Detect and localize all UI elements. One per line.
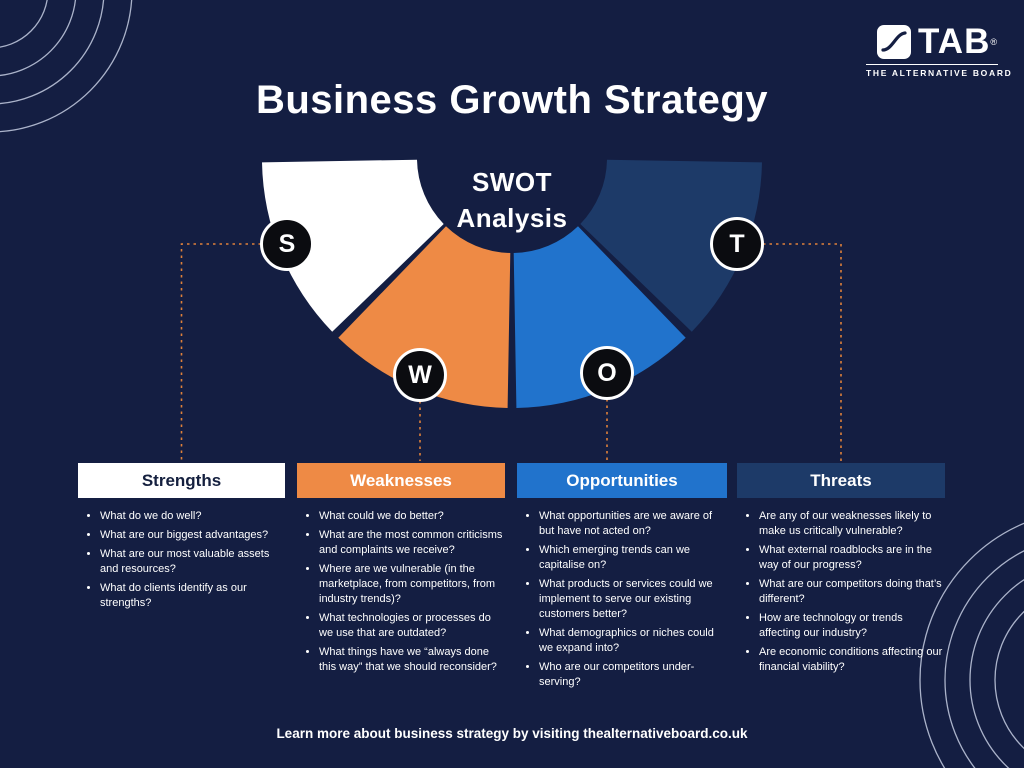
tab-logo-top: TAB® [866, 24, 998, 60]
column-strengths-list: What do we do well? What are our biggest… [100, 509, 283, 611]
list-item: What are our competitors doing that’s di… [759, 577, 943, 607]
swot-segment-opportunities [513, 226, 686, 408]
column-threats: Threats Are any of our weaknesses likely… [737, 463, 945, 679]
list-item: Which emerging trends can we capitalise … [539, 543, 725, 573]
tab-logo: TAB® THE ALTERNATIVE BOARD [866, 24, 1013, 78]
list-item: Are economic conditions affecting our fi… [759, 645, 943, 675]
list-item: What could we do better? [319, 509, 503, 524]
logo-wordmark-wrap: TAB® [918, 24, 998, 60]
list-item: Where are we vulnerable (in the marketpl… [319, 562, 503, 607]
list-item: What demographics or niches could we exp… [539, 626, 725, 656]
connector-strengths [180, 243, 287, 461]
registered-mark-icon: ® [990, 37, 998, 47]
page-title: Business Growth Strategy [255, 78, 769, 122]
list-item: What do we do well? [100, 509, 283, 524]
list-item: What external roadblocks are in the way … [759, 543, 943, 573]
column-threats-list: Are any of our weaknesses likely to make… [759, 509, 943, 675]
tab-logo-icon [876, 24, 912, 60]
list-item: What do clients identify as our strength… [100, 581, 283, 611]
column-weaknesses-header: Weaknesses [297, 463, 505, 498]
badge-opportunities: O [580, 346, 634, 400]
badge-strengths: S [260, 217, 314, 271]
column-threats-header: Threats [737, 463, 945, 498]
connector-threats [737, 243, 842, 461]
column-strengths: Strengths What do we do well? What are o… [78, 463, 285, 615]
footer-text: Learn more about business strategy by vi… [276, 726, 748, 741]
logo-tagline: THE ALTERNATIVE BOARD [866, 68, 1013, 78]
list-item: What technologies or processes do we use… [319, 611, 503, 641]
swot-heading-line1: SWOT [472, 167, 552, 197]
list-item: How are technology or trends affecting o… [759, 611, 943, 641]
list-item: What are our most valuable assets and re… [100, 547, 283, 577]
column-weaknesses: Weaknesses What could we do better? What… [297, 463, 505, 679]
list-item: What opportunities are we aware of but h… [539, 509, 725, 539]
column-opportunities-header: Opportunities [517, 463, 727, 498]
swot-segment-threats [580, 159, 762, 332]
badge-weaknesses: W [393, 348, 447, 402]
column-strengths-header: Strengths [78, 463, 285, 498]
column-weaknesses-list: What could we do better? What are the mo… [319, 509, 503, 675]
list-item: Who are our competitors under-serving? [539, 660, 725, 690]
list-item: What are the most common criticisms and … [319, 528, 503, 558]
list-item: What are our biggest advantages? [100, 528, 283, 543]
column-opportunities: Opportunities What opportunities are we … [517, 463, 727, 694]
badge-threats: T [710, 217, 764, 271]
list-item: What things have we “always done this wa… [319, 645, 503, 675]
swot-segment-weaknesses [338, 226, 511, 408]
logo-wordmark: TAB [918, 22, 991, 61]
swot-heading: SWOT Analysis [0, 164, 1024, 236]
decorative-arcs-bottom-right [919, 522, 1024, 768]
list-item: Are any of our weaknesses likely to make… [759, 509, 943, 539]
swot-segment-strengths [262, 159, 444, 332]
swot-heading-line2: Analysis [456, 203, 568, 233]
logo-divider [866, 64, 998, 65]
list-item: What products or services could we imple… [539, 577, 725, 622]
column-opportunities-list: What opportunities are we aware of but h… [539, 509, 725, 690]
